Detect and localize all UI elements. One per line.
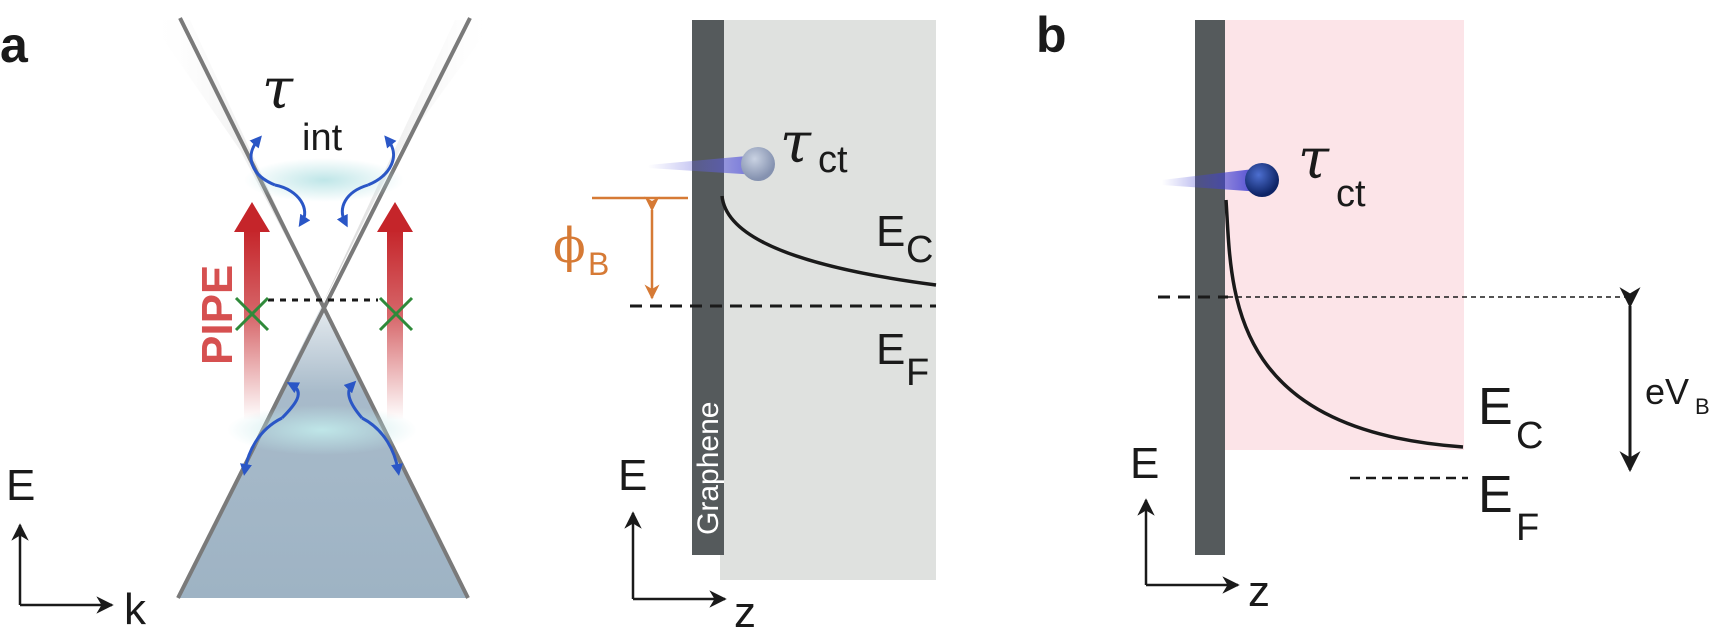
pipe-arrow-left-head (234, 202, 270, 232)
phi-b-symbol: ϕ (553, 218, 586, 274)
electron-trail-b (1162, 168, 1262, 192)
panel-label-a: a (0, 17, 29, 73)
graphene-label: Graphene (692, 402, 725, 535)
axis-e-label-a: E (6, 461, 35, 510)
axis-e-label-b: E (1130, 439, 1159, 488)
electron-a (741, 147, 775, 181)
evb-subscript: B (1695, 394, 1710, 419)
electron-b (1245, 163, 1279, 197)
axis-e-label-a-right: E (618, 451, 647, 500)
ec-subscript-a: C (906, 229, 933, 271)
pipe-arrow-left-shaft (244, 230, 260, 420)
ec-label-a: E (876, 207, 905, 256)
ec-subscript-b: C (1516, 415, 1543, 457)
scattering-arrows (240, 135, 403, 476)
blocked-cross-left (234, 296, 270, 332)
lower-glow (227, 405, 417, 455)
evb-label: eV (1645, 371, 1689, 412)
barrier-region-b (1222, 20, 1464, 450)
axis-z-label-a-right: z (734, 588, 756, 631)
graphene-bar-b (1195, 20, 1225, 555)
ef-subscript-b: F (1516, 507, 1539, 549)
ec-label-b: E (1478, 378, 1513, 436)
ef-label-a: E (876, 325, 905, 374)
ef-label-b: E (1478, 466, 1513, 524)
cone-line-right (176, 17, 472, 599)
pipe-label: PIPE (193, 265, 242, 365)
upper-glow (244, 158, 404, 202)
tau-ct-symbol-a: τ (780, 111, 812, 176)
axis-z-label-b: z (1248, 567, 1270, 616)
electron-trail-a (648, 155, 758, 175)
tau-ct-symbol-b: τ (1298, 127, 1330, 192)
tau-int-symbol: τ (262, 57, 294, 122)
tau-int-subscript: int (302, 117, 343, 159)
ef-subscript-a: F (906, 352, 929, 394)
ec-band-curve-b (1224, 199, 1464, 449)
tau-ct-subscript-b: ct (1336, 173, 1366, 215)
phi-b-subscript: B (588, 246, 609, 282)
pipe-arrow-right-shaft (387, 230, 403, 420)
ec-band-curve-a (720, 195, 937, 287)
axis-k-label: k (124, 585, 147, 631)
tau-ct-subscript-a: ct (818, 139, 848, 181)
graphene-bar-a (692, 20, 724, 555)
pipe-arrow-right-head (377, 202, 413, 232)
panel-label-b: b (1036, 7, 1067, 63)
blocked-cross-right (378, 296, 414, 332)
barrier-region-a (720, 20, 936, 580)
